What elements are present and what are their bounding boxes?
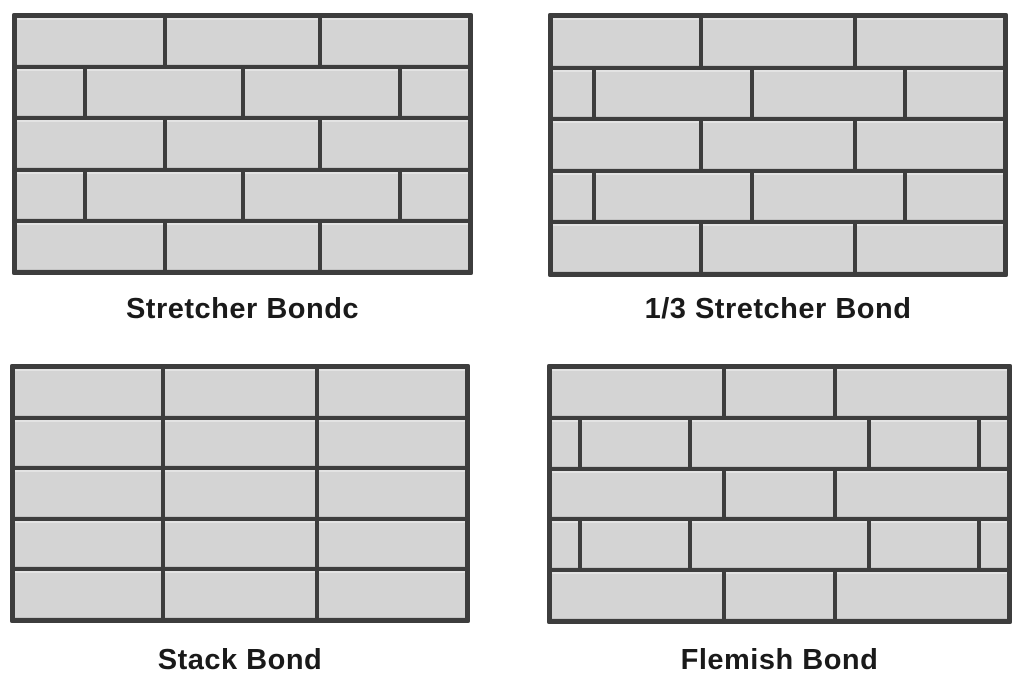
brick [164, 470, 316, 517]
brick-course [15, 419, 465, 467]
stretcher-bond-label: Stretcher Bondc [125, 293, 360, 325]
brick-course [553, 18, 1003, 66]
brick [725, 369, 834, 416]
stack-bond-diagram [10, 364, 470, 623]
brick [164, 571, 316, 618]
brick [552, 470, 722, 518]
brick [164, 369, 316, 416]
brick [725, 572, 834, 619]
brick [871, 419, 977, 467]
brick-course [552, 419, 1007, 467]
brick [164, 520, 316, 568]
stretcher-bond-diagram [12, 13, 473, 275]
brick [319, 520, 465, 568]
brick [871, 521, 977, 569]
brick [906, 69, 1003, 118]
brick [553, 224, 699, 272]
brick [552, 419, 579, 467]
brick [702, 224, 854, 272]
brick [244, 171, 399, 219]
stack-bond-label: Stack Bond [157, 644, 323, 676]
brick-course [17, 120, 468, 168]
brick [596, 69, 750, 118]
brick [402, 171, 468, 219]
brick [15, 369, 161, 416]
brick-course [552, 470, 1007, 518]
brick [17, 18, 164, 66]
brick [857, 18, 1003, 66]
brick [167, 18, 318, 66]
brick [980, 419, 1007, 467]
brick [837, 369, 1007, 416]
brick [857, 224, 1003, 272]
brick [167, 222, 318, 271]
brick-course [15, 520, 465, 568]
brick [86, 171, 241, 219]
brick [244, 69, 399, 117]
brick-course [17, 69, 468, 117]
brick-course [552, 572, 1007, 619]
brick [15, 419, 161, 467]
brick [552, 572, 722, 619]
brick [15, 571, 161, 618]
brick [402, 69, 468, 117]
brick [553, 18, 699, 66]
brick [753, 172, 903, 221]
brick [319, 369, 465, 416]
brick [596, 172, 750, 221]
brick-course [17, 171, 468, 219]
brick [857, 121, 1003, 169]
brick [17, 69, 83, 117]
brick [837, 572, 1007, 619]
brick-course [552, 369, 1007, 416]
brick [753, 69, 903, 118]
brick-course [17, 222, 468, 271]
brick [553, 172, 593, 221]
brick [702, 18, 854, 66]
brick [582, 419, 688, 467]
brick-course [15, 470, 465, 517]
brick [691, 419, 868, 467]
brick [552, 369, 722, 416]
brick [980, 521, 1007, 569]
brick [86, 69, 241, 117]
brick [725, 470, 834, 518]
brick [319, 470, 465, 517]
brick [17, 171, 83, 219]
brick-course [553, 224, 1003, 272]
brick [906, 172, 1003, 221]
brick [321, 222, 468, 271]
brick [17, 222, 164, 271]
brick [167, 120, 318, 168]
brick [164, 419, 316, 467]
brick-course [553, 121, 1003, 169]
brick [319, 571, 465, 618]
brick [15, 470, 161, 517]
brick [15, 520, 161, 568]
brick [17, 120, 164, 168]
brick-course [553, 172, 1003, 221]
brick [702, 121, 854, 169]
brick [553, 69, 593, 118]
brick [319, 419, 465, 467]
brick-course [17, 18, 468, 66]
brick [321, 120, 468, 168]
brick-course [552, 521, 1007, 569]
brick [582, 521, 688, 569]
brick [321, 18, 468, 66]
flemish-bond-label: Flemish Bond [680, 644, 879, 676]
brick-course [553, 69, 1003, 118]
one-third-stretcher-bond-diagram [548, 13, 1008, 277]
flemish-bond-diagram [547, 364, 1012, 624]
brick-course [15, 369, 465, 416]
brick [691, 521, 868, 569]
brick-course [15, 571, 465, 618]
brick [837, 470, 1007, 518]
brick [553, 121, 699, 169]
one-third-stretcher-bond-label: 1/3 Stretcher Bond [644, 293, 912, 325]
brick [552, 521, 579, 569]
